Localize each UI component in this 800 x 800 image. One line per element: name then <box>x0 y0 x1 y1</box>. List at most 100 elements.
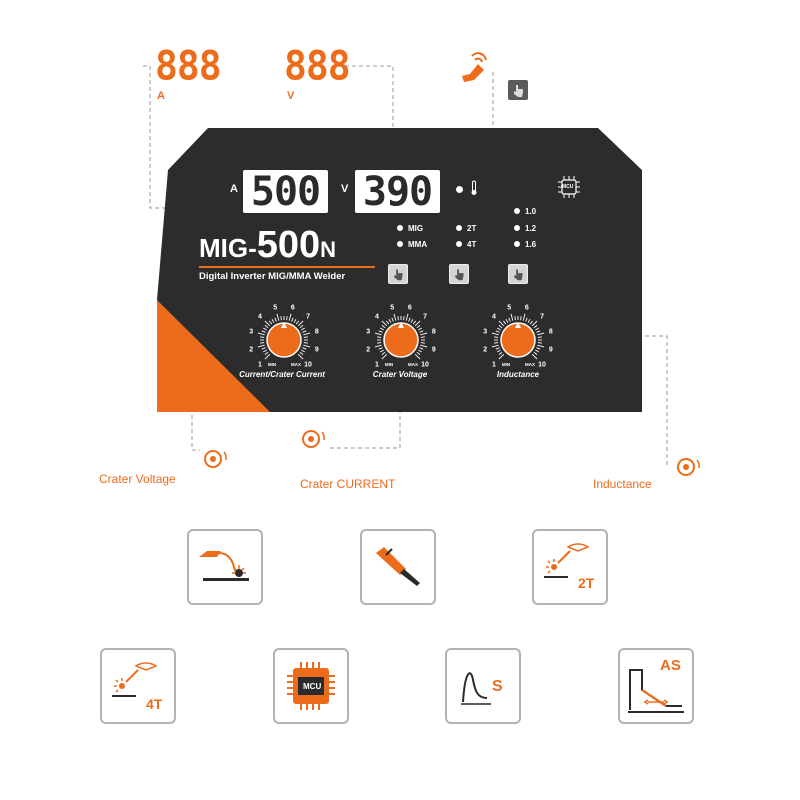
dial-tick <box>378 330 383 333</box>
dial-label-crater-voltage: Crater Voltage <box>372 370 428 379</box>
mcu-feature-icon: MCU <box>273 648 349 724</box>
dial-tick <box>378 347 383 350</box>
dial-tick <box>491 344 499 348</box>
dial-tick <box>525 317 528 322</box>
led-wire-2 <box>514 225 520 231</box>
led-4t <box>456 241 462 247</box>
dial-tick <box>520 316 522 321</box>
inductance-dial[interactable] <box>500 322 536 358</box>
dial-min-label: MIN <box>502 362 510 367</box>
trigger-select-button[interactable] <box>449 264 469 284</box>
dial-tick <box>301 349 306 353</box>
dial-scale-number: 10 <box>538 362 546 369</box>
dial-scale-number: 4 <box>258 313 262 320</box>
model-prefix: MIG- <box>199 233 257 263</box>
dial-scale-number: 7 <box>540 313 544 320</box>
dial-tick <box>386 320 390 325</box>
label-wire-2: 1.2 <box>525 224 537 233</box>
label-2t: 2T <box>467 224 477 233</box>
dial-tick <box>393 313 397 321</box>
dial-tick <box>494 336 499 338</box>
dial-tick <box>503 320 507 325</box>
dial-scale-number: 5 <box>507 305 511 312</box>
dial-tick <box>531 320 538 327</box>
dial-tick <box>303 342 308 344</box>
dial-tick <box>418 327 423 331</box>
thermometer-icon <box>471 180 477 195</box>
dial-tick <box>299 325 304 329</box>
dial-min-label: MIN <box>385 362 393 367</box>
dial-tick <box>288 313 292 321</box>
dial-tick <box>531 353 538 360</box>
dial-tick <box>403 316 405 321</box>
dial-tick <box>419 330 424 333</box>
dial-tick <box>420 336 425 338</box>
wire-select-button[interactable] <box>508 264 528 284</box>
dial-tick <box>374 344 382 348</box>
dial-scale-number: 9 <box>549 346 553 353</box>
dial-scale-number: 1 <box>492 362 496 369</box>
volt-display: 390 <box>355 170 440 213</box>
dial-tick <box>416 325 421 329</box>
dial-tick <box>377 342 382 344</box>
crater-voltage-dial[interactable] <box>383 322 419 358</box>
dial-tick <box>494 342 499 344</box>
dial-tick <box>522 313 526 321</box>
dial-tick <box>377 336 382 338</box>
top-volt-display: 888 <box>284 42 351 90</box>
dial-tick <box>388 318 392 323</box>
dial-scale-number: 9 <box>432 346 436 353</box>
label-wire-1: 1.0 <box>525 207 537 216</box>
label-4t: 4T <box>467 240 477 249</box>
dial-tick <box>260 342 265 344</box>
callout-crater-voltage: Crater Voltage <box>99 472 176 486</box>
s-label: S <box>492 678 503 695</box>
dial-tick <box>303 344 311 348</box>
dial-tick <box>297 353 304 360</box>
dial-tick <box>303 336 308 338</box>
dial-tick <box>496 327 501 331</box>
dial-tick <box>297 320 304 327</box>
dial-tick <box>280 316 282 321</box>
dial-tick <box>302 330 307 333</box>
dial-tick <box>260 336 265 338</box>
knob-rotate-icon-1 <box>204 450 227 468</box>
dial-pointer <box>515 322 521 328</box>
dial-max-label: MAX <box>408 362 418 367</box>
4t-label: 4T <box>146 696 163 712</box>
model-number: 500 <box>256 224 321 266</box>
dial-max-label: MAX <box>525 362 535 367</box>
dial-tick <box>271 318 275 323</box>
dial-label-inductance: Inductance <box>496 370 540 379</box>
dial-tick <box>420 332 428 336</box>
dial-scale-number: 3 <box>249 329 253 336</box>
dial-tick <box>381 351 386 355</box>
dial-tick <box>391 317 394 322</box>
dial-pointer <box>281 322 287 328</box>
dial-tick <box>416 351 421 355</box>
dial-tick <box>498 353 505 360</box>
current-dial[interactable] <box>266 322 302 358</box>
mig-torch-feature-icon <box>187 529 263 605</box>
dial-tick <box>418 349 423 353</box>
dial-tick <box>508 317 511 322</box>
dial-scale-number: 4 <box>492 313 496 320</box>
dial-tick <box>537 332 545 336</box>
dial-scale-number: 5 <box>273 305 277 312</box>
dial-tick <box>537 342 542 344</box>
dial-tick <box>264 320 271 327</box>
dial-tick <box>514 316 516 321</box>
thermal-led <box>456 186 463 193</box>
led-2t <box>456 225 462 231</box>
dial-tick <box>408 317 411 322</box>
dial-tick <box>397 316 399 321</box>
dial-scale-number: 8 <box>549 329 553 336</box>
dial-tick <box>257 344 265 348</box>
mode-select-button[interactable] <box>388 264 408 284</box>
dial-tick <box>261 347 266 350</box>
dial-scale-number: 8 <box>432 329 436 336</box>
dial-tick <box>491 332 499 336</box>
dial-tick <box>274 317 277 322</box>
dial-scale-number: 6 <box>525 305 529 312</box>
